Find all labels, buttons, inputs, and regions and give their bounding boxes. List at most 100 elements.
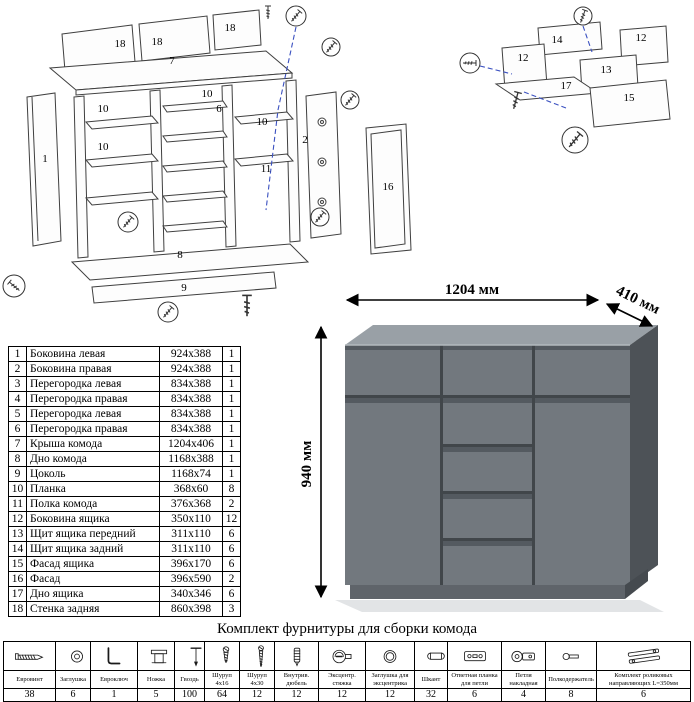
part-number-label: 10	[202, 88, 214, 100]
part-name: Перегородка правая	[26, 391, 160, 407]
part-number: 9	[8, 466, 27, 482]
part-number: 1	[8, 346, 27, 362]
part-qty: 1	[222, 391, 241, 407]
back-panel	[212, 9, 262, 51]
drawer-back-panel	[537, 21, 603, 56]
part-size: 340x346	[159, 586, 223, 602]
part-qty: 1	[222, 451, 241, 467]
part-number-label: 6	[216, 103, 222, 115]
guide-line	[479, 65, 513, 75]
hardware-icon-cell	[274, 641, 319, 671]
hardware-item-name: Шуруп 4x30	[239, 670, 275, 689]
slat	[162, 100, 228, 113]
screw-icon	[241, 294, 253, 318]
hardware-item-name: Евроключ	[90, 670, 138, 689]
parts-table-row: 10 Планка 368x60 8	[8, 481, 241, 497]
hardware-item-name: Евровинт	[3, 670, 56, 689]
part-number-label: 10	[98, 103, 110, 115]
part-qty: 6	[222, 586, 241, 602]
part-name: Планка	[26, 481, 160, 497]
carcass-exploded-view	[26, 9, 412, 304]
screw-short-icon	[206, 644, 239, 669]
hardware-icon-cell	[174, 641, 205, 671]
bottom-panel	[70, 243, 310, 281]
part-number-label: 9	[181, 282, 187, 294]
roller-guides-icon	[598, 644, 690, 669]
parts-table-row: 11 Полка комода 376x368 2	[8, 496, 241, 512]
part-name: Боковина правая	[26, 361, 160, 377]
part-number: 4	[8, 391, 27, 407]
cam-cap-icon	[367, 644, 414, 669]
part-qty: 1	[222, 406, 241, 422]
part-name: Боковина ящика	[26, 511, 160, 527]
hardware-icon-cell	[3, 641, 56, 671]
part-name: Стенка задняя	[26, 601, 160, 617]
hardware-names-row: Евровинт Заглушка Евроключ Ножка Гвоздь …	[3, 670, 691, 689]
commode-plinth	[350, 585, 625, 599]
part-number: 17	[8, 586, 27, 602]
part-number: 14	[8, 541, 27, 557]
part-size: 1168x388	[159, 451, 223, 467]
drawer-front	[443, 447, 532, 491]
height-dimension-label: 940 мм	[300, 441, 315, 488]
part-number: 10	[8, 481, 27, 497]
hardware-icon-cell	[501, 641, 546, 671]
hexkey-icon	[92, 644, 137, 669]
part-name: Боковина левая	[26, 346, 160, 362]
part-number-label: 10	[257, 116, 269, 128]
product-render-area: 1204 мм 410 мм 940 мм	[299, 278, 694, 624]
part-number-label: 14	[552, 34, 564, 46]
part-qty: 1	[222, 361, 241, 377]
part-size: 860x398	[159, 601, 223, 617]
hardware-icon-cell	[447, 641, 502, 671]
part-number: 6	[8, 421, 27, 437]
commode-3d-view: 1204 мм 410 мм 940 мм	[299, 282, 664, 612]
parts-table-row: 12 Боковина ящика 350x110 12	[8, 511, 241, 527]
part-number: 12	[8, 511, 27, 527]
part-name: Фасад ящика	[26, 556, 160, 572]
part-number-label: 11	[261, 163, 272, 175]
part-size: 924x388	[159, 361, 223, 377]
parts-table-row: 7 Крыша комода 1204x406 1	[8, 436, 241, 452]
shelf	[233, 111, 295, 125]
part-name: Щит ящика задний	[26, 541, 160, 557]
hardware-icon-cell	[239, 641, 275, 671]
part-name: Перегородка левая	[26, 376, 160, 392]
hardware-icon-cell	[414, 641, 448, 671]
part-qty: 3	[222, 601, 241, 617]
hardware-icon-cell	[55, 641, 91, 671]
parts-table-row: 18 Стенка задняя 860x398 3	[8, 601, 241, 617]
part-name: Фасад	[26, 571, 160, 587]
parts-table-row: 5 Перегородка левая 834x388 1	[8, 406, 241, 422]
left-side-panel	[26, 92, 62, 247]
drawer-front	[345, 345, 440, 395]
part-number: 11	[8, 496, 27, 512]
part-number-label: 7	[169, 55, 175, 67]
drawer-exploded-view	[494, 21, 671, 128]
part-number-label: 2	[302, 134, 308, 146]
part-size: 311x110	[159, 541, 223, 557]
part-name: Щит ящика передний	[26, 526, 160, 542]
hardware-kit-title: Комплект фурнитуры для сборки комода	[216, 621, 477, 637]
parts-table-row: 4 Перегородка правая 834x388 1	[8, 391, 241, 407]
parts-table-row: 2 Боковина правая 924x388 1	[8, 361, 241, 377]
commode-top-face	[345, 325, 658, 345]
parts-table-row: 1 Боковина левая 924x388 1	[8, 346, 241, 362]
hardware-item-name: Внутрив. дюбель	[274, 670, 319, 689]
guide-line	[582, 25, 593, 53]
plinth-panel	[91, 271, 277, 304]
part-qty: 8	[222, 481, 241, 497]
part-size: 834x388	[159, 391, 223, 407]
parts-table-row: 13 Щит ящика передний 311x110 6	[8, 526, 241, 542]
hardware-item-name: Гвоздь	[174, 670, 205, 689]
hardware-icon-cell	[596, 641, 691, 671]
shelf	[84, 115, 160, 130]
part-size: 834x388	[159, 421, 223, 437]
part-size: 834x388	[159, 406, 223, 422]
part-name: Полка комода	[26, 496, 160, 512]
hardware-item-name: Комплект роликовых направляющих L=350мм	[596, 670, 691, 689]
slat	[162, 130, 228, 143]
part-number: 15	[8, 556, 27, 572]
